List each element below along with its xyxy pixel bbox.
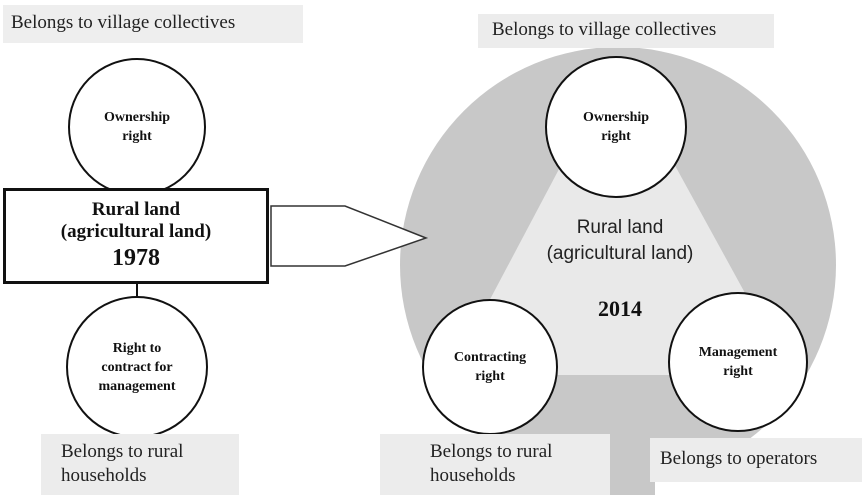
left-contract-circle: Right to contract for management (66, 296, 208, 438)
right-bottom-left-label: Belongs to rural households (380, 434, 610, 495)
left-ownership-circle: Ownership right (68, 58, 206, 196)
right-management-circle: Management right (668, 292, 808, 432)
left-ownership-label: Ownership right (103, 110, 171, 144)
right-ownership-label: Ownership right (582, 110, 650, 144)
left-bottom-label: Belongs to rural households (41, 434, 239, 495)
left-center-year: 1978 (112, 245, 160, 271)
right-contracting-circle: Contracting right (422, 299, 558, 435)
left-center-line2: (agricultural land) (60, 221, 212, 242)
right-bottom-right-label: Belongs to operators (650, 438, 862, 482)
left-center-box: Rural land (agricultural land) 1978 (3, 188, 269, 284)
right-center-text: Rural land (agricultural land) (546, 217, 694, 264)
right-contracting-label: Contracting right (453, 350, 527, 384)
transition-arrow (270, 205, 429, 267)
right-management-label: Management right (698, 345, 778, 379)
left-top-label: Belongs to village collectives (3, 5, 303, 43)
left-center-line1: Rural land (91, 199, 181, 220)
right-top-label: Belongs to village collectives (478, 14, 774, 48)
right-bottom-connector (605, 430, 655, 495)
right-year: 2014 (598, 296, 642, 321)
left-contract-label: Right to contract for management (98, 340, 176, 394)
right-ownership-circle: Ownership right (545, 56, 687, 198)
